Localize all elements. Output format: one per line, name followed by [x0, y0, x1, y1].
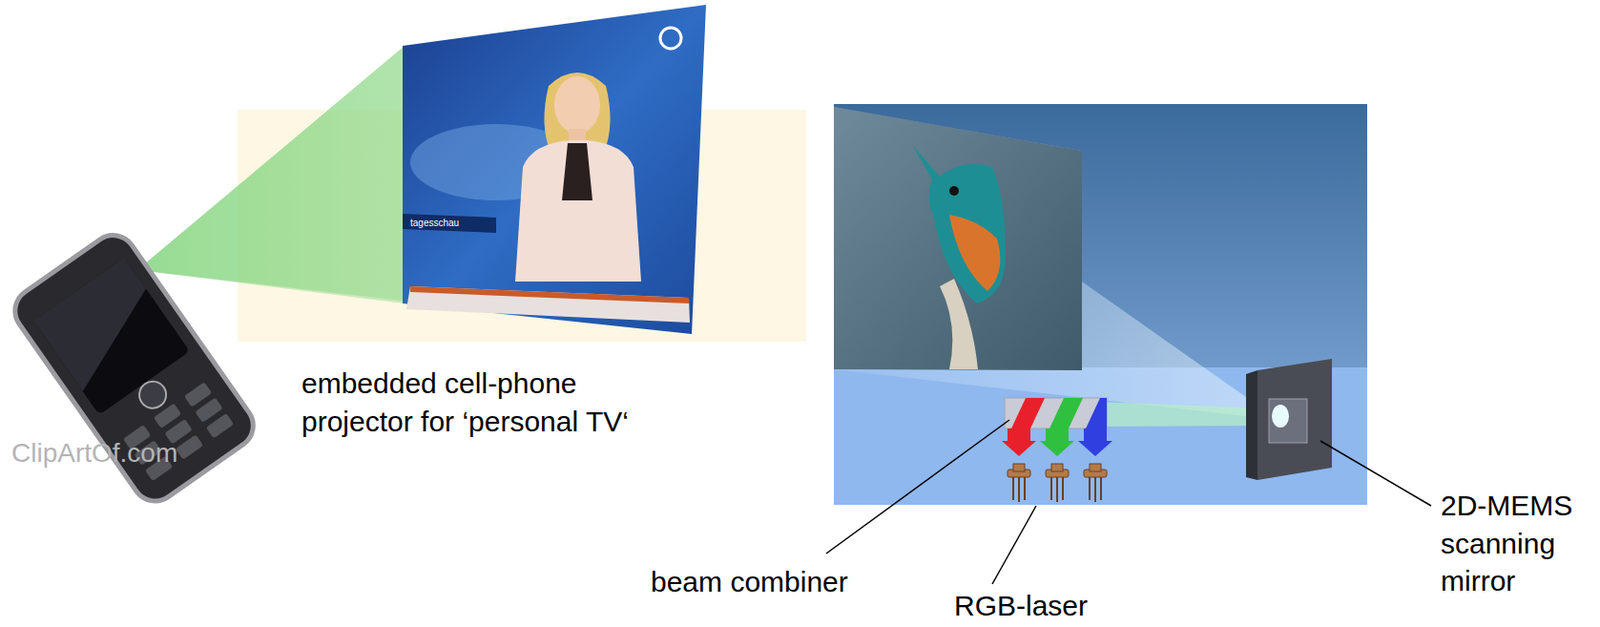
watermark: ClipArtOf.com	[11, 436, 260, 472]
beam-combiner	[1004, 397, 1107, 429]
background-panel	[833, 103, 1368, 505]
green-block	[1049, 397, 1083, 429]
laser-beam	[1097, 401, 1269, 427]
leader-line	[826, 419, 1010, 554]
leader-line	[1320, 440, 1432, 506]
mems-chip	[1268, 398, 1308, 443]
bird-breast	[949, 214, 1000, 291]
news-band	[402, 213, 497, 233]
face	[554, 76, 601, 134]
projected-image	[833, 106, 1082, 371]
channel-logo	[660, 27, 682, 49]
leader-line	[992, 505, 1037, 584]
laser-diodes	[1007, 463, 1107, 502]
blue-block	[1085, 397, 1107, 429]
mems-side	[1246, 370, 1258, 480]
red-block	[1011, 397, 1045, 429]
top	[561, 143, 593, 201]
green-laser	[1039, 428, 1075, 457]
cell-phone	[5, 226, 262, 510]
part-label: RGB-laser	[954, 586, 1126, 625]
desk-edge	[410, 286, 689, 304]
tv-screen	[402, 4, 707, 334]
jacket	[515, 140, 642, 282]
part-label: beam combiner	[650, 562, 880, 602]
caption-label: embedded cell-phone projector for ‘perso…	[301, 364, 665, 440]
screen-text: tagesschau	[410, 216, 497, 229]
mirror-spot	[1271, 404, 1289, 428]
red-laser	[1001, 428, 1037, 457]
bird-eye	[949, 186, 959, 196]
part-label: 2D-MEMS scanning mirror	[1440, 486, 1594, 601]
light-cone	[137, 45, 405, 304]
blue-laser	[1078, 428, 1113, 457]
bird-back	[913, 145, 1006, 304]
mems-housing	[1257, 358, 1332, 480]
desk	[406, 286, 690, 323]
projection-beam	[833, 106, 1279, 420]
